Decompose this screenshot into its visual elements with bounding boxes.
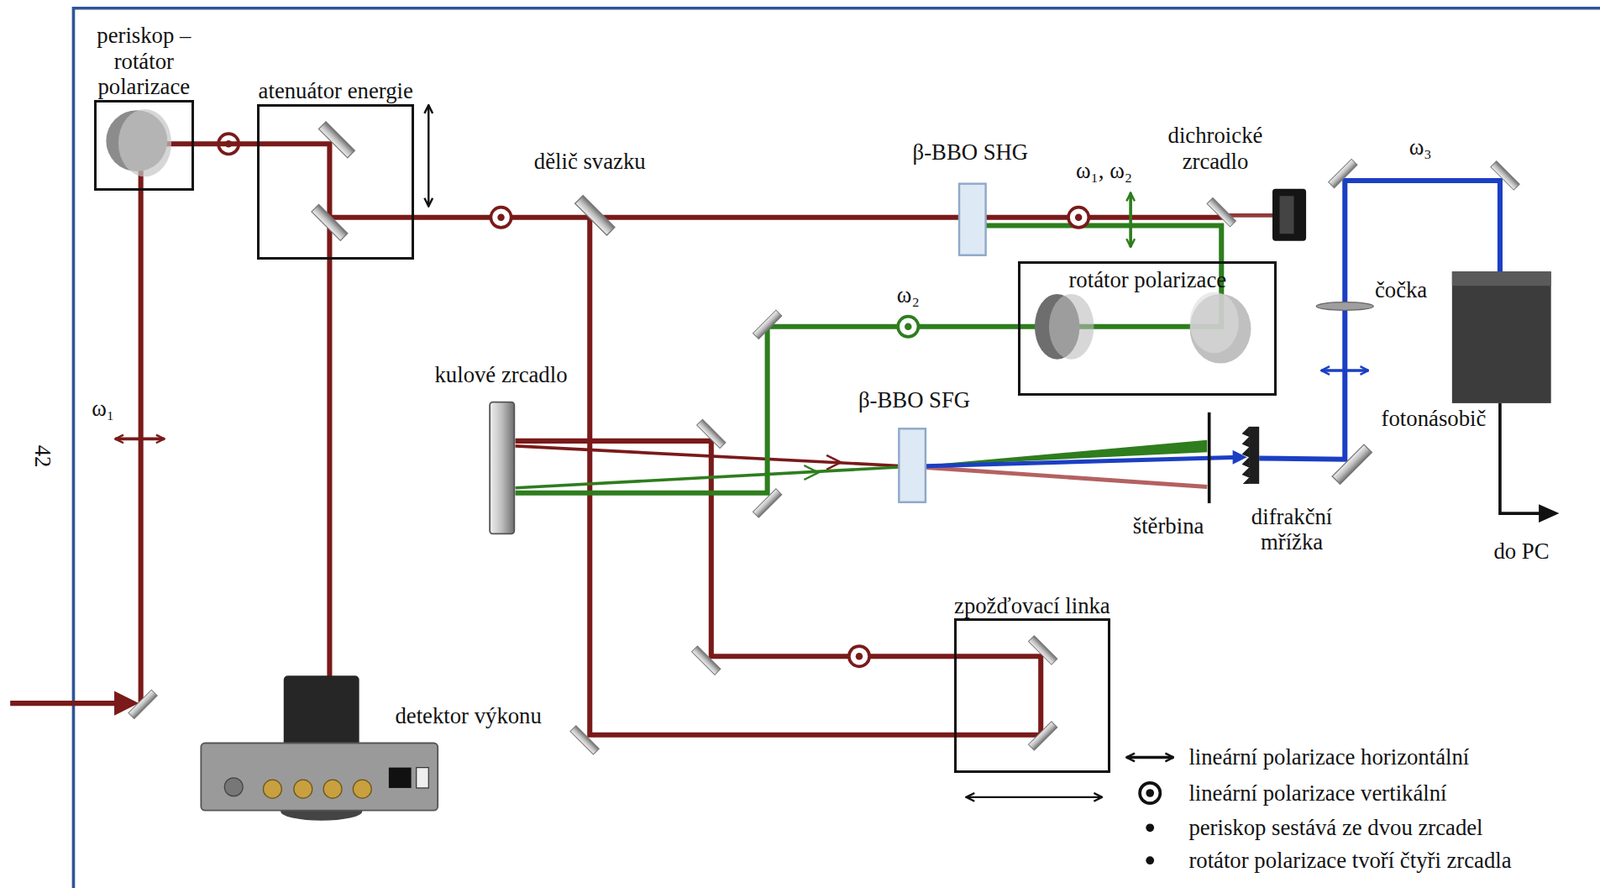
legend-text: rotátor polarizace tvoří čtyři zrcadla <box>1188 847 1511 873</box>
part-label: dichroické zrcadlo <box>1153 123 1277 175</box>
page-number: 42 <box>30 443 57 470</box>
box-heading: zpožďovací linka <box>954 592 1111 620</box>
part-label: β-BBO SHG <box>911 139 1031 166</box>
box-heading: periskop – rotátor polarizace <box>94 22 195 100</box>
component-box: zpožďovací linka <box>954 618 1111 772</box>
legend-entry: rotátor polarizace tvoří čtyři zrcadla <box>1188 847 1511 874</box>
box-heading: rotátor polarizace <box>1020 263 1275 294</box>
part-label: ω₃ <box>1407 134 1434 161</box>
legend-text: lineární polarizace horizontální <box>1188 744 1469 770</box>
part-label: detektor výkonu <box>393 702 543 729</box>
part-label: kulové zrcadlo <box>433 361 570 389</box>
part-label: difrakční mřížka <box>1237 503 1347 556</box>
part-label: do PC <box>1491 538 1551 565</box>
legend-entry: lineární polarizace horizontální <box>1188 744 1469 771</box>
box-heading: atenuátor energie <box>258 78 414 105</box>
legend-text: lineární polarizace vertikální <box>1188 780 1447 806</box>
part-label: β-BBO SFG <box>856 387 972 414</box>
part-label: ω₁, ω₂ <box>1074 157 1134 184</box>
component-box: atenuátor energie <box>257 104 415 260</box>
part-label: štěrbina <box>1131 512 1207 539</box>
part-label: dělič svazku <box>532 148 648 175</box>
laser-beam <box>194 141 258 147</box>
legend-text: periskop sestává ze dvou zrcadel <box>1188 814 1483 840</box>
part-label: čočka <box>1373 277 1429 304</box>
part-label: ω₁ <box>89 395 116 422</box>
part-label: fotonásobič <box>1379 405 1489 432</box>
legend-entry: lineární polarizace vertikální <box>1188 780 1447 807</box>
legend-entry: periskop sestává ze dvou zrcadel <box>1188 814 1483 841</box>
component-box: rotátor polarizace <box>1017 261 1277 396</box>
component-box: periskop – rotátor polarizace <box>94 99 195 191</box>
part-label: ω₂ <box>895 282 922 309</box>
